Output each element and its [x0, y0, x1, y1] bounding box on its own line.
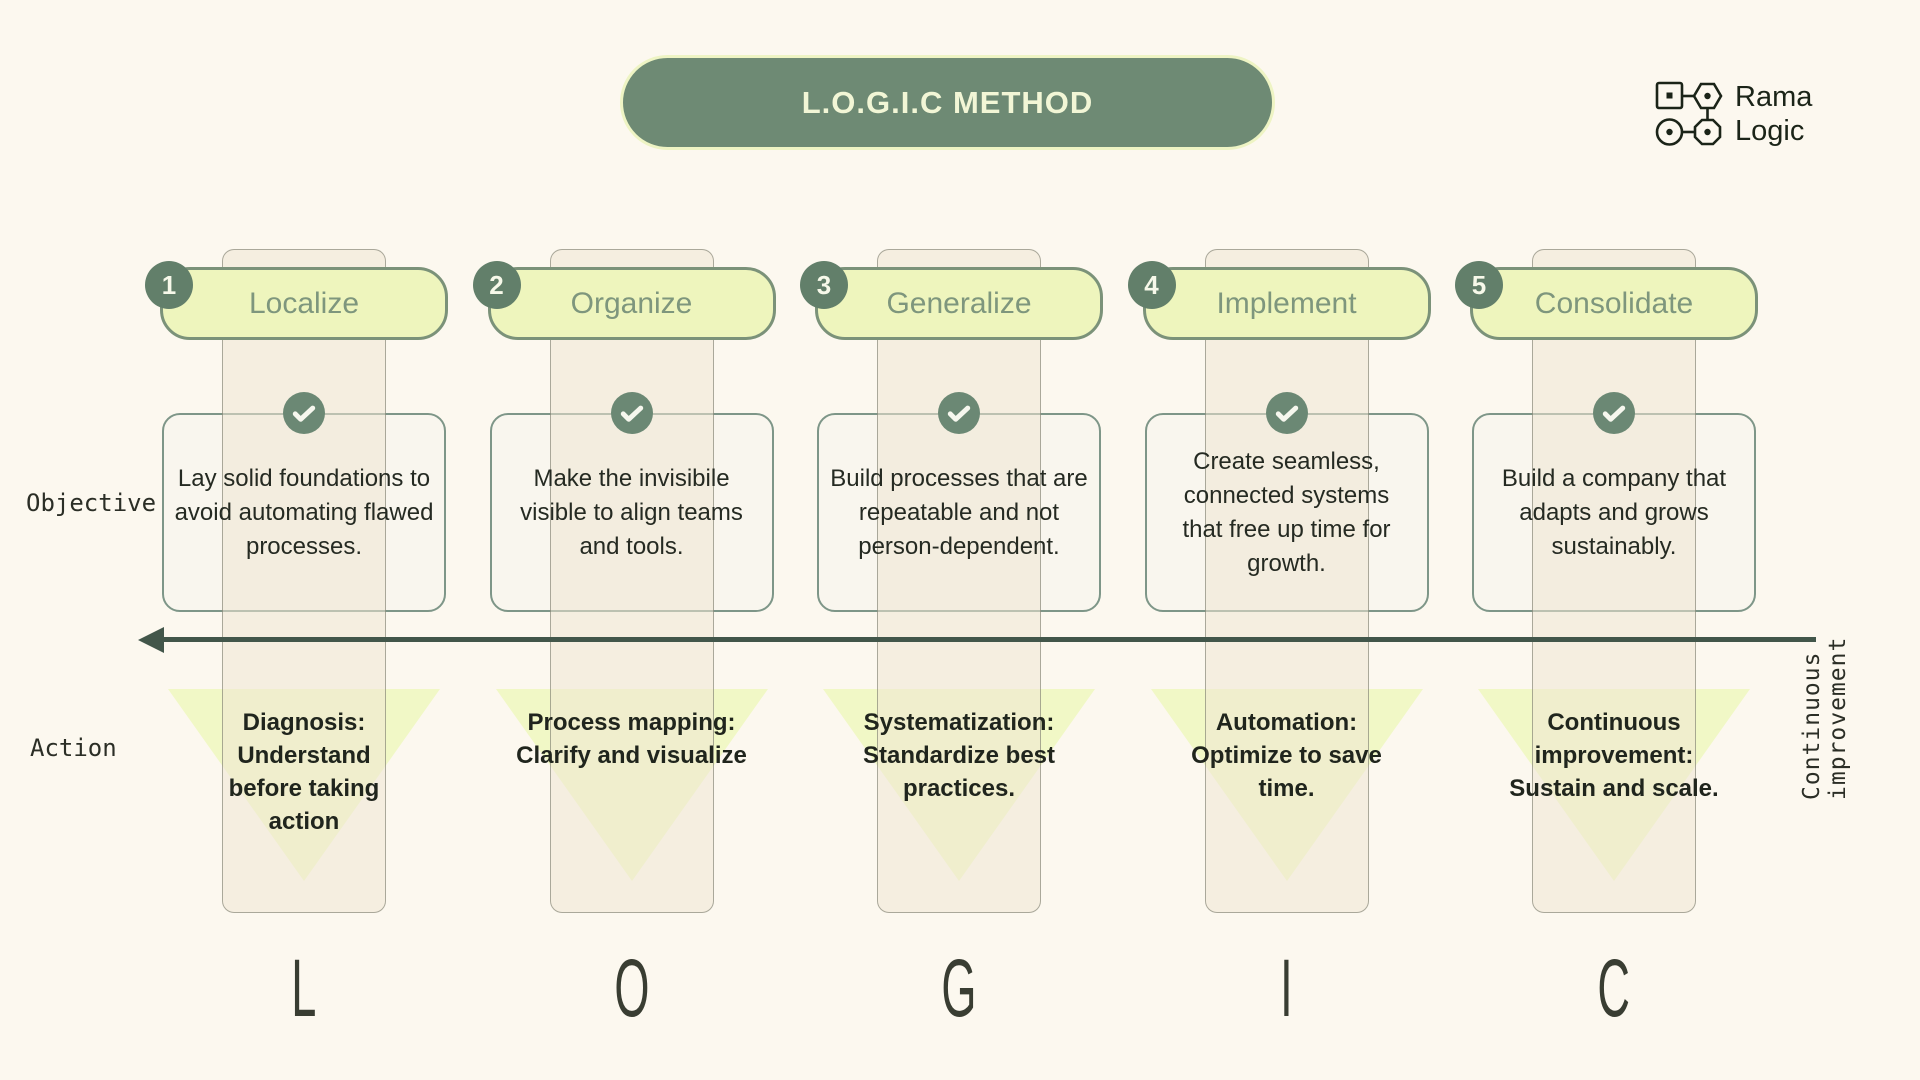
acronym-letter: G — [941, 943, 977, 1034]
brand-name-line2: Logic — [1735, 115, 1805, 147]
action-text: Process mapping: Clarify and visualize — [516, 709, 747, 769]
method-column: Localize 1 Lay solid foundations to avoi… — [139, 0, 469, 1080]
column-strip — [877, 249, 1041, 913]
title-banner: L.O.G.I.C METHOD — [620, 55, 1275, 150]
step-title-pill: Organize — [487, 267, 776, 340]
step-number-badge: 1 — [145, 261, 193, 309]
column-strip — [222, 249, 386, 913]
step-title: Localize — [248, 286, 360, 320]
step-number-badge: 2 — [472, 261, 521, 309]
checkmark-icon — [610, 392, 653, 434]
step-number-badge: 4 — [1127, 261, 1176, 309]
method-column: Consolidate 5 Build a company that adapt… — [1449, 0, 1779, 1080]
acronym-letter: I — [1280, 943, 1293, 1034]
step-title: Organize — [570, 286, 693, 320]
brand-name: Rama Logic — [1735, 80, 1812, 148]
column-strip — [1532, 249, 1696, 913]
step-number-badge: 5 — [1455, 261, 1503, 309]
logo-mark-icon — [1655, 81, 1723, 146]
checkmark-icon — [1265, 392, 1308, 434]
checkmark-icon — [938, 392, 980, 434]
acronym-letter: L — [291, 943, 317, 1034]
step-title-pill: Consolidate — [1470, 267, 1758, 340]
column-strip — [549, 249, 714, 913]
brand-name-line1: Rama — [1735, 81, 1813, 113]
step-number-badge: 3 — [800, 261, 848, 309]
action-text: Continuous improvement: Sustain and scal… — [1509, 709, 1719, 802]
action-text: Automation: Optimize to save time. — [1191, 709, 1382, 802]
method-column: Generalize 3 Build processes that are re… — [794, 0, 1124, 1080]
brand-logo: Rama Logic — [1655, 80, 1812, 148]
action-row-label: Action — [30, 734, 117, 762]
step-title: Consolidate — [1534, 286, 1694, 320]
timeline-arrow-line — [158, 637, 1816, 642]
step-title: Implement — [1216, 286, 1357, 320]
action-text: Systematization: Standardize best practi… — [862, 709, 1056, 802]
method-column: Implement 4 Create seamless, connected s… — [1122, 0, 1452, 1080]
step-title: Generalize — [886, 286, 1032, 320]
step-title-pill: Localize — [160, 267, 448, 340]
objective-text: Build processes that are repeatable and … — [830, 464, 1088, 560]
objective-text: Create seamless, connected systems that … — [1182, 447, 1391, 577]
step-title-pill: Implement — [1142, 267, 1431, 340]
objective-text: Lay solid foundations to avoid automatin… — [174, 464, 434, 560]
acronym-letter: O — [613, 943, 650, 1034]
column-strip — [1204, 249, 1369, 913]
acronym-letter: C — [1597, 943, 1631, 1034]
checkmark-icon — [283, 392, 325, 434]
checkmark-icon — [1593, 392, 1635, 434]
objective-text: Build a company that adapts and grows su… — [1501, 464, 1727, 560]
objective-row-label: Objective — [26, 489, 157, 517]
objective-text: Make the invisibile visible to align tea… — [520, 464, 743, 560]
action-text: Diagnosis: Understand before taking acti… — [228, 709, 380, 835]
method-column: Organize 2 Make the invisibile visible t… — [467, 0, 797, 1080]
continuous-improvement-label: Continuous improvement — [1799, 636, 1851, 800]
timeline-arrowhead-left-icon — [138, 627, 164, 653]
step-title-pill: Generalize — [815, 267, 1103, 340]
page-title: L.O.G.I.C METHOD — [801, 84, 1094, 120]
